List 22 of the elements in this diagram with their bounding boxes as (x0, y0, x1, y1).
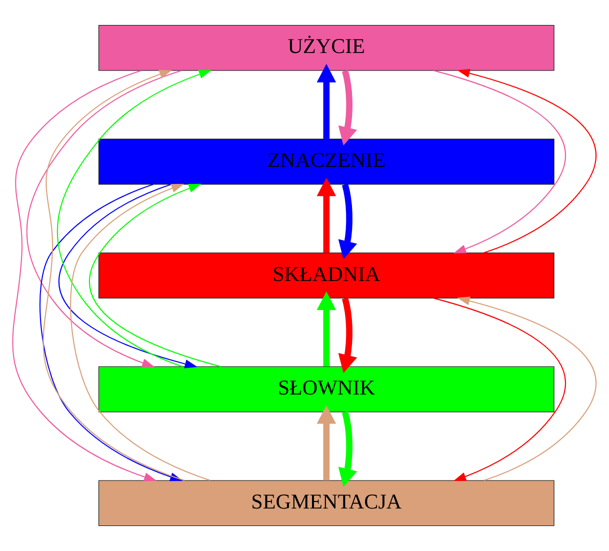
node-box: UŻYCIE (98, 24, 554, 71)
arrow (338, 411, 358, 487)
arrow (316, 292, 336, 366)
arrow (434, 298, 566, 481)
node-box: ZNACZENIE (98, 138, 554, 185)
arrow (89, 184, 221, 368)
arrow (26, 70, 182, 368)
arrow (338, 184, 358, 260)
node-box: SEGMENTACJA (98, 480, 554, 526)
arrow (457, 68, 596, 254)
node-box: SŁOWNIK (98, 366, 554, 412)
arrow (316, 405, 336, 480)
arrow (57, 70, 212, 368)
arrow (457, 296, 596, 481)
arrow (338, 70, 358, 146)
arrow (338, 298, 358, 374)
arrow (434, 70, 566, 254)
arrow (316, 64, 336, 139)
node-box: SKŁADNIA (98, 252, 554, 298)
arrow (58, 184, 198, 368)
arrow (12, 70, 157, 482)
arrow (316, 178, 336, 253)
